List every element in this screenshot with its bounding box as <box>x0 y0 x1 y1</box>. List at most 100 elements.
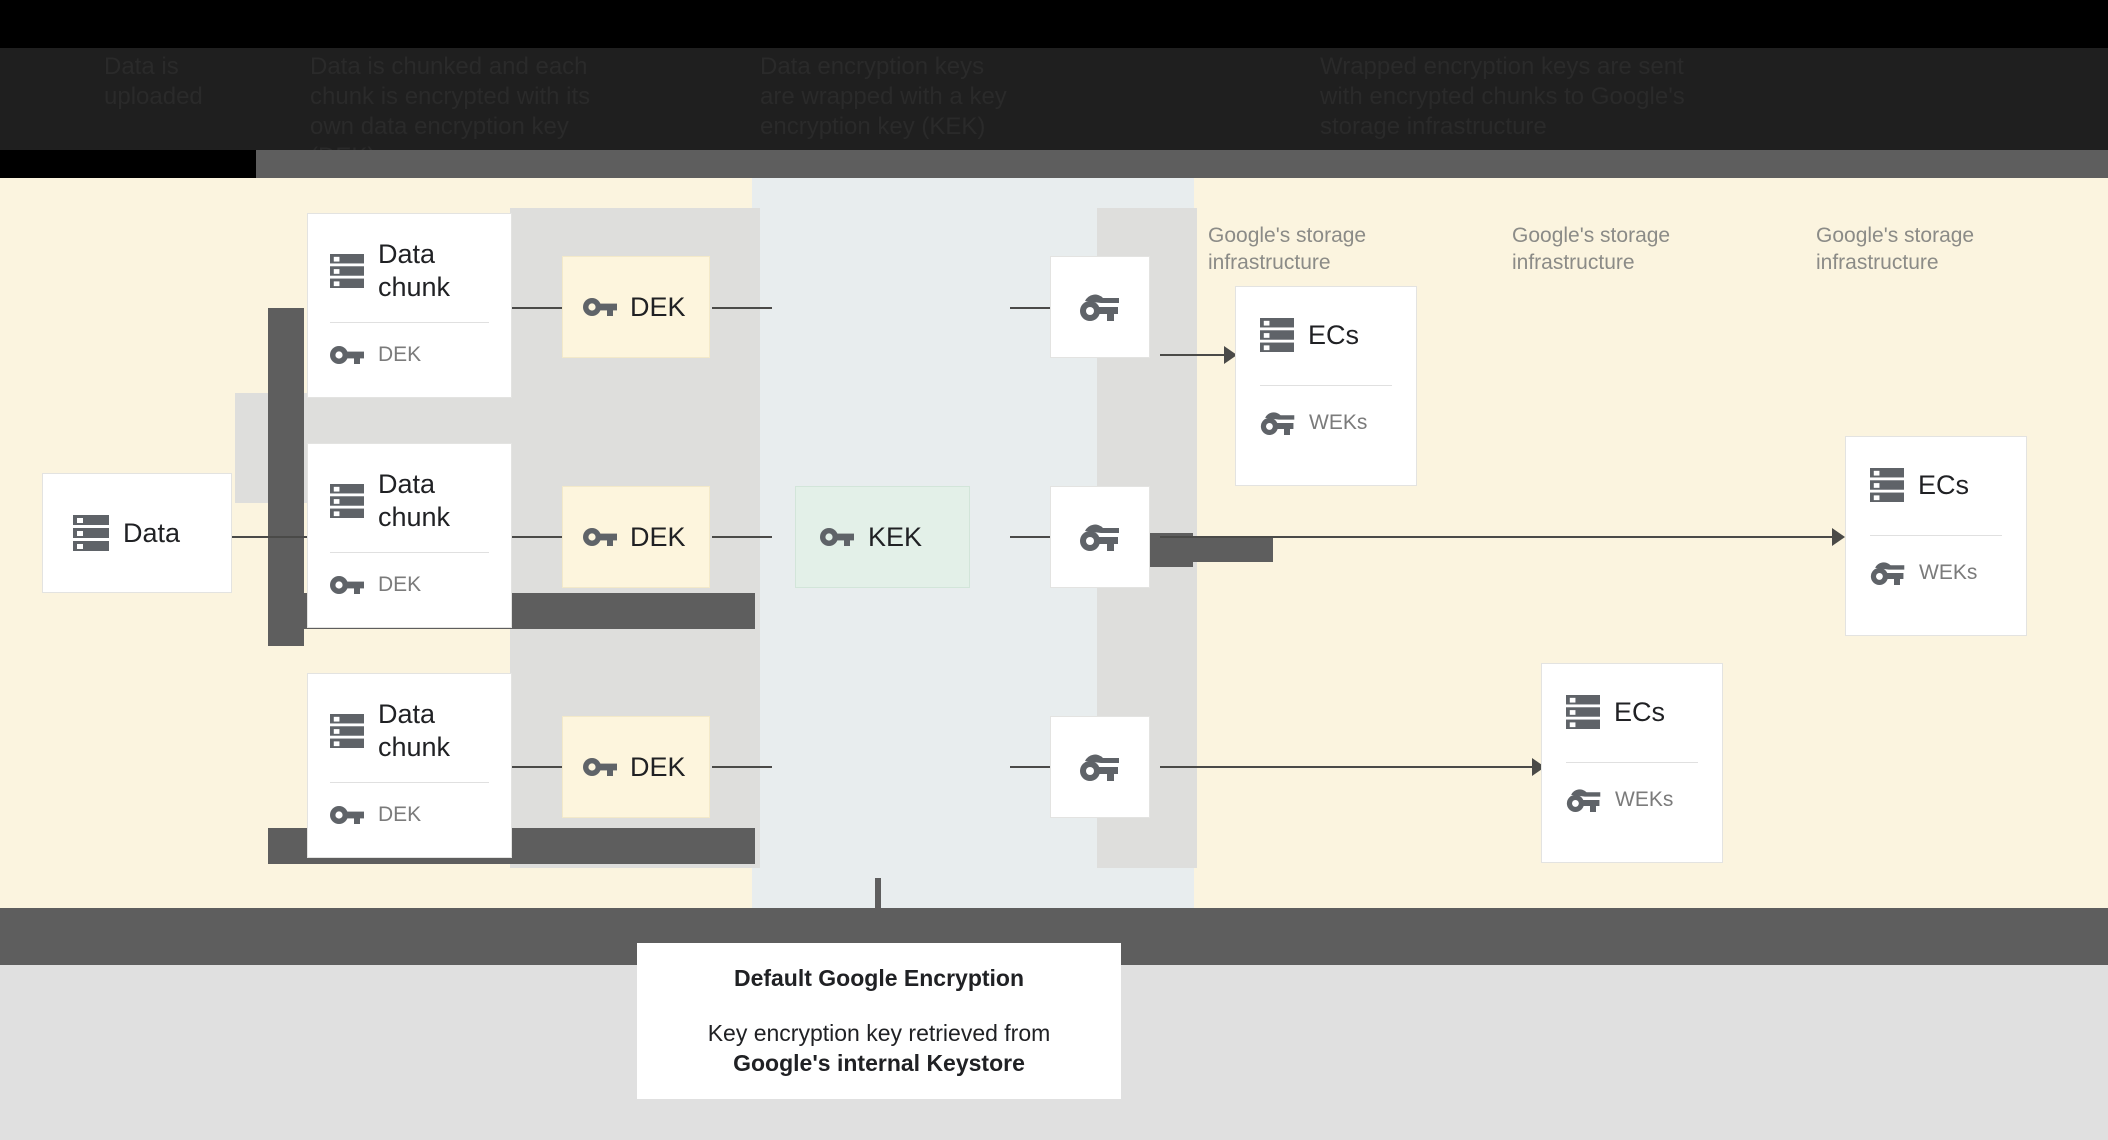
key-icon <box>330 345 364 365</box>
storage-label-3: Google's storage infrastructure <box>1816 224 1975 274</box>
header-bar: Data is uploaded Data is chunked and eac… <box>0 0 2108 178</box>
ecs-3-title: ECs <box>1614 696 1666 727</box>
ecs-1-title: ECs <box>1308 319 1360 350</box>
ecs-3-divider <box>1566 762 1698 763</box>
caption-line-1: Key encryption key retrieved from <box>707 1019 1051 1046</box>
ecs-2-key-row: WEKs <box>1870 560 2002 586</box>
chunk-1-header: Data chunk <box>330 238 489 304</box>
card-ecs-3[interactable]: ECs WEKs <box>1541 663 1723 863</box>
ecs-2-divider <box>1870 535 2002 536</box>
ecs-2-title: ECs <box>1918 469 1970 500</box>
arrow-to-ec-2 <box>1160 536 1840 538</box>
connector-dek2-mid <box>712 536 772 538</box>
card-dek-2[interactable]: DEK <box>562 486 710 588</box>
wrapped-key-icon <box>1260 410 1296 436</box>
key-icon <box>583 527 617 547</box>
chunk-2-title: Data chunk <box>378 469 451 532</box>
ecs-3-key-row: WEKs <box>1566 787 1698 813</box>
ecs-3-header: ECs <box>1566 694 1698 730</box>
database-icon <box>1566 694 1600 730</box>
connector-dek3-mid <box>712 766 772 768</box>
connector-chunk1-dek <box>510 307 562 309</box>
card-kek-label: KEK <box>868 521 923 552</box>
chunk-2-key-label: DEK <box>378 573 422 596</box>
connector-chunk2-dek <box>510 536 562 538</box>
arrowhead-2 <box>1832 528 1845 546</box>
chunk-3-header: Data chunk <box>330 698 489 764</box>
tile-wrapped-key-3[interactable] <box>1050 716 1150 818</box>
tile-wrapped-key-2[interactable] <box>1050 486 1150 588</box>
connector-mid-wek3 <box>1010 766 1050 768</box>
card-data-chunk-1[interactable]: Data chunk DEK <box>307 213 512 398</box>
database-icon <box>73 514 109 552</box>
chunk-2-header: Data chunk <box>330 468 489 534</box>
arrow-to-ec-3 <box>1160 766 1540 768</box>
artifact-band-v-2 <box>875 878 881 908</box>
card-kek[interactable]: KEK <box>795 486 970 588</box>
caption-box: Default Google Encryption Key encryption… <box>637 943 1121 1099</box>
artifact-band-h-4 <box>1193 538 1273 562</box>
connector-mid-wek1 <box>1010 307 1050 309</box>
card-dek-3-label: DEK <box>630 751 686 782</box>
wrapped-key-icon <box>1079 752 1121 782</box>
arrow-to-ec-1 <box>1160 354 1235 356</box>
chunk-3-title: Data chunk <box>378 699 451 762</box>
wrapped-key-icon <box>1566 787 1602 813</box>
database-icon <box>330 253 364 289</box>
chunk-1-key-row: DEK <box>330 343 489 367</box>
card-dek-1[interactable]: DEK <box>562 256 710 358</box>
card-data-title: Data <box>123 517 181 548</box>
key-icon <box>820 527 854 547</box>
chunk-3-key-row: DEK <box>330 803 489 827</box>
connector-mid-wek2 <box>1010 536 1050 538</box>
card-data-chunk-3[interactable]: Data chunk DEK <box>307 673 512 858</box>
database-icon <box>330 713 364 749</box>
database-icon <box>1870 467 1904 503</box>
card-ecs-1[interactable]: ECs WEKs <box>1235 286 1417 486</box>
header-grey-strip <box>256 150 2108 178</box>
chunk-2-key-row: DEK <box>330 573 489 597</box>
chunk-1-divider <box>330 322 489 323</box>
key-icon <box>330 575 364 595</box>
wrapped-key-icon <box>1079 292 1121 322</box>
header-inner <box>0 48 2108 164</box>
ecs-1-key-label: WEKs <box>1309 411 1368 434</box>
key-icon <box>583 757 617 777</box>
header-column-4: Wrapped encryption keys are sent with en… <box>1320 53 1685 140</box>
caption-line-2: Google's internal Keystore <box>733 1049 1025 1076</box>
ecs-1-key-row: WEKs <box>1260 410 1392 436</box>
chunk-3-key-label: DEK <box>378 803 422 826</box>
connector-chunk3-dek <box>510 766 562 768</box>
connector-dek1-mid <box>712 307 772 309</box>
diagram-canvas: Data Data chunk <box>0 178 2108 908</box>
wrapped-key-icon <box>1079 522 1121 552</box>
card-data[interactable]: Data <box>42 473 232 593</box>
card-ecs-2[interactable]: ECs WEKs <box>1845 436 2027 636</box>
card-dek-3[interactable]: DEK <box>562 716 710 818</box>
card-data-chunk-2[interactable]: Data chunk DEK <box>307 443 512 628</box>
header-column-1: Data is uploaded <box>104 53 203 110</box>
key-icon <box>330 805 364 825</box>
ecs-3-key-label: WEKs <box>1615 788 1674 811</box>
database-icon <box>1260 317 1294 353</box>
database-icon <box>330 483 364 519</box>
tile-wrapped-key-1[interactable] <box>1050 256 1150 358</box>
artifact-band-vertical-1 <box>268 308 304 646</box>
chunk-2-divider <box>330 552 489 553</box>
ecs-2-header: ECs <box>1870 467 2002 503</box>
connector-data-to-chunks <box>228 536 308 538</box>
wrapped-key-icon <box>1870 560 1906 586</box>
header-column-3: Data encryption keys are wrapped with a … <box>760 53 1007 140</box>
key-icon <box>583 297 617 317</box>
card-dek-2-label: DEK <box>630 521 686 552</box>
ecs-1-header: ECs <box>1260 317 1392 353</box>
chunk-1-title: Data chunk <box>378 239 451 302</box>
storage-label-1: Google's storage infrastructure <box>1208 224 1367 274</box>
arrowhead-1 <box>1224 346 1237 364</box>
ecs-2-key-label: WEKs <box>1919 561 1978 584</box>
caption-body: Key encryption key retrieved from Google… <box>708 1018 1051 1078</box>
storage-label-2: Google's storage infrastructure <box>1512 224 1671 274</box>
card-dek-1-label: DEK <box>630 291 686 322</box>
ecs-1-divider <box>1260 385 1392 386</box>
chunk-3-divider <box>330 782 489 783</box>
